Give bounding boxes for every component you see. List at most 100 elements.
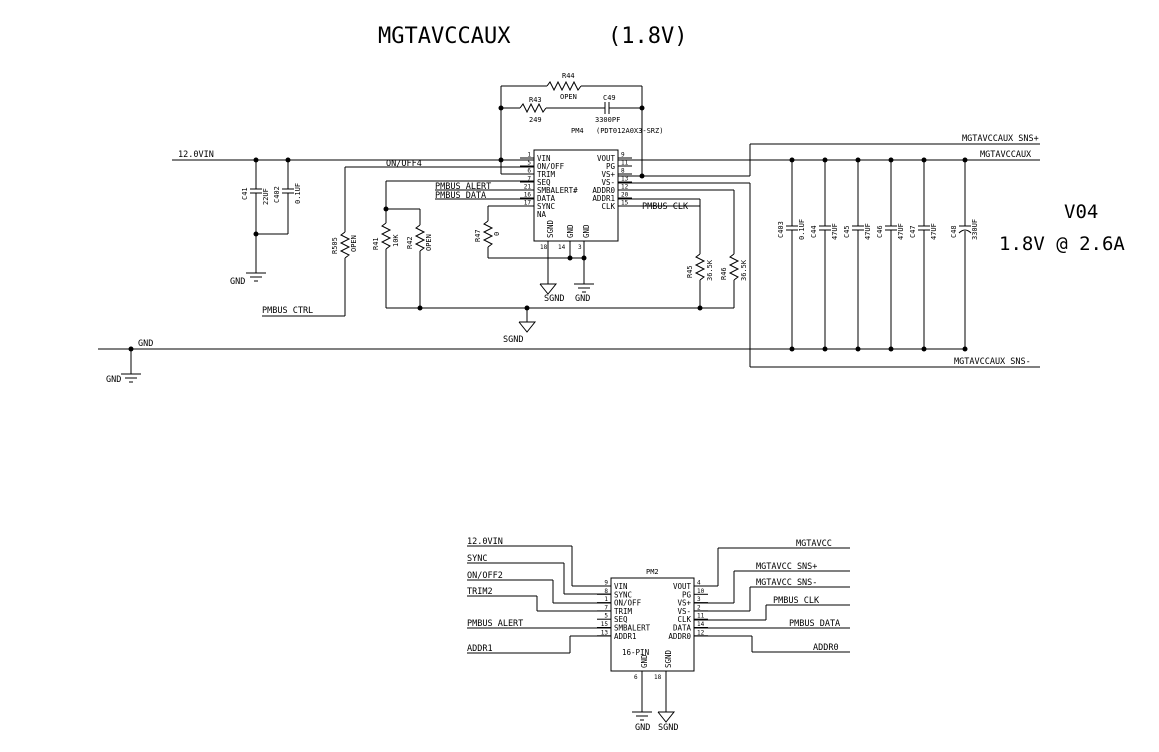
pm4-left-name-3: SEQ	[537, 178, 551, 187]
pm2-pin-count: 16-PIN	[622, 648, 649, 657]
r45-value: 36.5K	[706, 259, 714, 281]
gnd-net-label: GND	[138, 339, 153, 349]
pm2-right-num-5: 14	[697, 621, 705, 628]
net-pmbus-clk: PMBUS CLK	[642, 202, 689, 212]
c402-ref: C402	[273, 186, 281, 203]
net-pmbus-alert: PMBUS ALERT	[435, 182, 491, 192]
pm4-right-name-2: VS+	[601, 170, 615, 179]
pm2-sgnd-label: SGND	[664, 649, 673, 668]
net-onoff4: ON/OFF4	[386, 159, 422, 169]
r43-value: 249	[529, 116, 542, 124]
pm4-left-num-4: 21	[524, 184, 532, 191]
gnd-label-3: GND	[575, 294, 590, 304]
pm4-left-name-6: SYNC	[537, 202, 555, 211]
c46-value: 47UF	[897, 223, 905, 240]
c49-ref: C49	[603, 94, 616, 102]
pm2-net-trim2: TRIM2	[467, 587, 493, 597]
pm2-right-name-1: PG	[682, 590, 692, 599]
c402-value: 0.1UF	[294, 183, 302, 204]
c44-ref: C44	[810, 225, 818, 238]
pm4-pin-14: 14	[558, 244, 566, 251]
pm2-right-name-4: CLK	[677, 615, 691, 624]
r42-ref: R42	[406, 236, 414, 249]
c47-value: 47UF	[930, 223, 938, 240]
pm4-right-name-3: VS-	[601, 178, 615, 187]
r42-value: OPEN	[425, 234, 433, 251]
pm4-pin-18: 18	[540, 244, 548, 251]
pm2-right-num-1: 10	[697, 588, 705, 595]
c41-ref: C41	[241, 187, 249, 200]
pm4-ref: PM4	[571, 127, 584, 135]
net-sns-minus: MGTAVCCAUX SNS-	[954, 357, 1031, 367]
pm4-left-name-4: SMBALERT#	[537, 186, 578, 195]
schematic-title-voltage: (1.8V)	[608, 24, 687, 49]
pm2-net-sns-plus: MGTAVCC SNS+	[756, 562, 817, 572]
r46-ref: R46	[720, 267, 728, 280]
r505-ref: R505	[331, 237, 339, 254]
c46-ref: C46	[876, 225, 884, 238]
pm2-net-mgtavcc: MGTAVCC	[796, 539, 832, 549]
pm2-net-12vin: 12.0VIN	[467, 537, 503, 547]
input-section: 12.0VIN C41 22UF C402 0.1UF GND	[172, 150, 534, 287]
pm2-pin-6: 6	[634, 674, 638, 681]
c49-value: 3300PF	[595, 116, 620, 124]
pm2-net-clk: PMBUS CLK	[773, 596, 820, 606]
pm2-net-sns-minus: MGTAVCC SNS-	[756, 578, 817, 588]
pm4-left-num-3: 7	[527, 176, 531, 183]
c45-value: 47UF	[864, 223, 872, 240]
pm2-right-name-5: DATA	[673, 624, 692, 633]
pm4-left-num-6: 17	[524, 200, 532, 207]
pm2-right-num-6: 12	[697, 629, 705, 636]
version-label: V04	[1064, 201, 1098, 223]
sgnd-label-2: SGND	[544, 294, 564, 304]
pm2-left-num-4: 5	[604, 613, 608, 620]
pm2-net-addr1: ADDR1	[467, 644, 493, 654]
c403-value: 0.1UF	[798, 219, 806, 240]
pm4-left-num-5: 16	[524, 192, 532, 199]
pm4-right-num-6: 15	[621, 200, 629, 207]
r46-value: 36.5K	[740, 259, 748, 281]
gnd-label-2: GND	[106, 375, 121, 385]
r45-ref: R45	[686, 265, 694, 278]
pm4-pin-3: 3	[578, 244, 582, 251]
pm2-left-num-1: 8	[604, 588, 608, 595]
pm2-gnd-label: GND	[640, 654, 649, 668]
pm2-gnd-net: GND	[635, 723, 650, 733]
r41-value: 10K	[392, 234, 400, 247]
pm2-sgnd-net: SGND	[658, 723, 678, 733]
pm4-body	[533, 149, 619, 242]
pm4-left-name-5: DATA	[537, 194, 556, 203]
c48-value: 330UF	[971, 219, 979, 240]
r47-ref: R47	[474, 229, 482, 242]
pm2-right-name-0: VOUT	[673, 582, 692, 591]
pm2-ref: PM2	[646, 568, 659, 576]
c47-ref: C47	[909, 225, 917, 238]
net-mgtavccaux: MGTAVCCAUX	[980, 150, 1032, 160]
pm4-part: (PDT012A0X3-SRZ)	[596, 127, 663, 135]
pm4-left-name-0: VIN	[537, 154, 551, 163]
pm2-regulator: PM2 16-PIN VIN9SYNC8ON/OFF1TRIM7SEQ5SMBA…	[467, 537, 850, 733]
pm4-left-name-1: ON/OFF	[537, 162, 565, 171]
net-pmbus-ctrl: PMBUS CTRL	[262, 306, 313, 316]
sgnd-label-1: SGND	[503, 335, 523, 345]
pm2-left-name-6: ADDR1	[614, 632, 637, 641]
pm2-right-num-4: 11	[697, 613, 705, 620]
c403-ref: C403	[777, 221, 785, 238]
pm4-right-name-1: PG	[606, 162, 616, 171]
pm2-net-addr0: ADDR0	[813, 643, 839, 653]
r43-ref: R43	[529, 96, 542, 104]
r47-value: 0	[493, 232, 501, 236]
pm2-left-pins: VIN9SYNC8ON/OFF1TRIM7SEQ5SMBALERT15ADDR1…	[597, 580, 651, 641]
output-section: MGTAVCCAUX MGTAVCCAUX SNS+ MGTAVCCAUX SN…	[98, 134, 1040, 385]
pm2-left-num-3: 7	[604, 604, 608, 611]
pm4-right-name-0: VOUT	[597, 154, 616, 163]
pm2-left-num-6: 13	[601, 629, 609, 636]
c45-ref: C45	[843, 225, 851, 238]
net-pmbus-data: PMBUS DATA	[435, 191, 486, 201]
pm2-left-num-5: 15	[601, 621, 609, 628]
pm2-left-name-5: SMBALERT	[614, 624, 651, 633]
c44-value: 47UF	[831, 223, 839, 240]
schematic-title: MGTAVCCAUX	[378, 24, 511, 49]
